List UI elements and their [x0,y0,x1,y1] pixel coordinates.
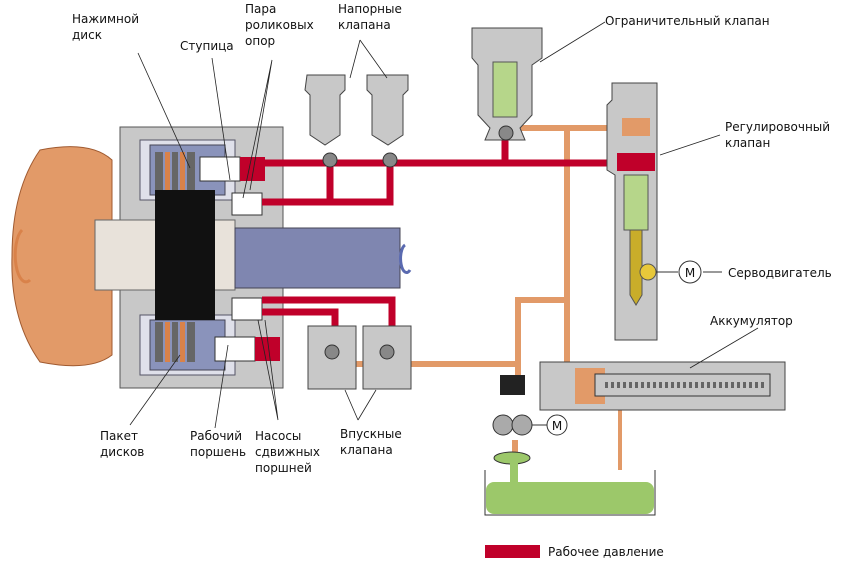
oil-fluid [486,482,654,514]
clutch-discs [155,152,195,362]
piston-pump [231,297,263,321]
servo-gear-icon [639,263,657,281]
working-piston-top [199,156,241,182]
flywheel-gear [11,146,113,367]
pump-gear-icon [511,414,533,436]
pressure-valve [366,74,409,168]
rotation-arrow-icon [399,243,412,274]
legend-swatch-working-pressure [485,545,540,558]
label-hub: Ступица [180,39,234,53]
leader-lines [129,21,759,429]
regulating-valve [606,82,658,341]
pump-motor-symbol: M [552,419,562,433]
pump-motor-icon [546,414,568,436]
intake-valve [307,325,357,390]
label-limiter-valve: Ограничительный клапан [605,14,770,28]
check-valve [500,375,525,395]
intake-valve [362,325,412,390]
output-shaft [234,227,401,289]
accumulator [539,361,786,411]
piston-pump [231,192,263,216]
working-piston [214,336,256,362]
label-servo-motor: Серводвигатель [728,266,832,280]
legend-label-working-pressure: Рабочее давление [548,545,664,559]
servo-motor-symbol: M [685,266,695,280]
rotation-arrow-icon [13,228,32,284]
servo-motor-icon [678,260,702,284]
pump-gear-icon [492,414,514,436]
hub [155,190,215,320]
limiter-valve [471,27,543,141]
pressure-valve [304,74,346,168]
label-accumulator: Аккумулятор [710,314,793,328]
